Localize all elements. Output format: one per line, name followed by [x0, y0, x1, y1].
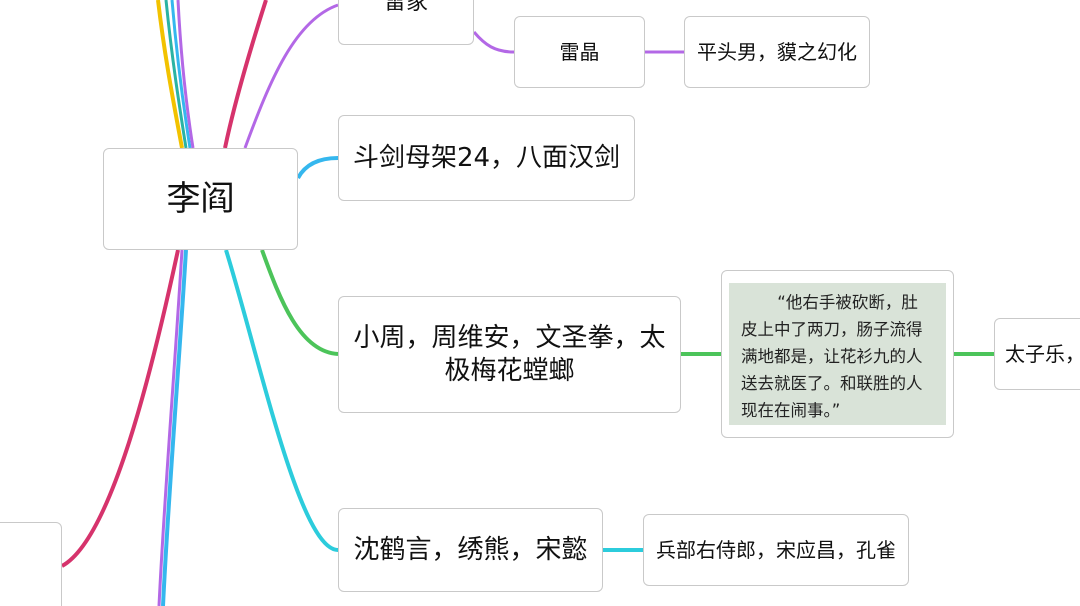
- node-bingbu-label: 兵部右侍郎，宋应昌，孔雀: [656, 537, 896, 562]
- connector-yellow-upper: [156, 0, 184, 149]
- connector-root-leijia: [243, 3, 339, 149]
- node-bingbu[interactable]: 兵部右侍郎，宋应昌，孔雀: [643, 514, 909, 586]
- node-shenhe-label: 沈鹤言，绣熊，宋懿: [353, 534, 588, 565]
- connector-blue-lower: [161, 249, 188, 606]
- node-leijia-label: 雷家: [383, 0, 428, 15]
- node-shenhe[interactable]: 沈鹤言，绣熊，宋懿: [338, 508, 603, 592]
- node-xiaozhou-label: 小周，周维安，文圣拳，太极梅花螳螂: [353, 323, 666, 386]
- node-leijing-label: 雷晶: [559, 39, 600, 64]
- node-pingtou[interactable]: 平头男，貘之幻化: [684, 16, 870, 88]
- connector-crimson-lower: [61, 249, 180, 568]
- node-taizi-label: 太子乐，: [1005, 341, 1080, 366]
- node-quote[interactable]: “他右手被砍断，肚皮上中了两刀，肠子流得满地都是，让花衫九的人送去就医了。和联胜…: [721, 270, 954, 438]
- root-label: 李阎: [166, 178, 235, 219]
- connector-purple-upper: [176, 0, 195, 149]
- node-doujian-label: 斗剑母架24，八面汉剑: [352, 142, 621, 173]
- node-xiaozhou[interactable]: 小周，周维安，文圣拳，太极梅花螳螂: [338, 296, 681, 413]
- connector-root-xiaozhou: [260, 249, 339, 356]
- node-pingtou-label: 平头男，貘之幻化: [697, 39, 857, 64]
- node-leijia[interactable]: 雷家: [338, 0, 474, 45]
- node-taizi[interactable]: 太子乐，: [994, 318, 1080, 390]
- node-leijing[interactable]: 雷晶: [514, 16, 645, 88]
- root-node[interactable]: 李阎: [103, 148, 298, 250]
- connector-teal-upper: [164, 0, 188, 149]
- connector-blue-upper: [170, 0, 192, 149]
- connector-purple-lower: [157, 249, 184, 606]
- quote-text: “他右手被砍断，肚皮上中了两刀，肠子流得满地都是，让花衫九的人送去就医了。和联胜…: [729, 283, 946, 425]
- connector-leijia-leijing: [472, 31, 515, 54]
- node-doujian[interactable]: 斗剑母架24，八面汉剑: [338, 115, 635, 201]
- connector-crimson-upper: [223, 0, 268, 149]
- connector-root-shenhe: [224, 249, 339, 552]
- node-offscreen-left[interactable]: [0, 522, 62, 606]
- connector-root-doujian: [296, 156, 339, 180]
